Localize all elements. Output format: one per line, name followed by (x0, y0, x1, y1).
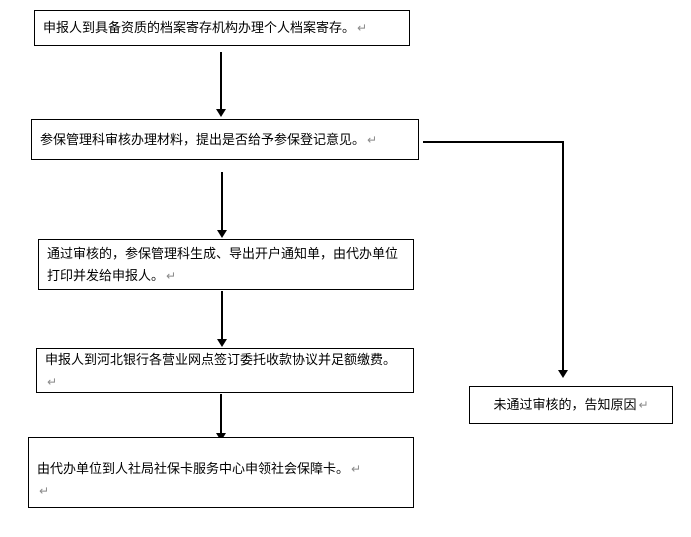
flow-step-2-line: 参保管理科审核办理材料，提出是否给予参保登记意见。↵ (32, 129, 418, 151)
reject-connector-horizontal-line (423, 141, 563, 143)
flow-step-3-text: 通过审核的，参保管理科生成、导出开户通知单，由代办单位打印并发给申报人。 (47, 245, 399, 283)
flow-step-4-text: 申报人到河北银行各营业网点签订委托收款协议并足额缴费。 (45, 351, 397, 367)
flow-reject-text: 未通过审核的，告知原因 (493, 397, 637, 412)
flow-step-5-text: 由代办单位到人社局社保卡服务中心申领社会保障卡。 (37, 460, 350, 476)
flow-step-1-box: 申报人到具备资质的档案寄存机构办理个人档案寄存。↵ (34, 10, 410, 46)
flow-step-2-text: 参保管理科审核办理材料，提出是否给予参保登记意见。 (40, 131, 366, 147)
paragraph-mark-icon: ↵ (357, 21, 368, 35)
connector-3-arrowhead-icon (217, 339, 227, 347)
paragraph-mark-icon: ↵ (367, 132, 378, 147)
flow-step-5-box: 由代办单位到人社局社保卡服务中心申领社会保障卡。↵ ↵ (28, 437, 414, 508)
reject-connector-vertical-line (562, 141, 564, 371)
connector-2-arrowhead-icon (217, 230, 227, 238)
flow-step-5-empty-line: ↵ (29, 480, 413, 502)
flow-step-1-line: 申报人到具备资质的档案寄存机构办理个人档案寄存。↵ (35, 17, 409, 39)
flow-step-2-box: 参保管理科审核办理材料，提出是否给予参保登记意见。↵ (31, 119, 419, 160)
flow-reject-box: 未通过审核的，告知原因↵ (469, 386, 673, 424)
connector-4-line (220, 394, 222, 434)
paragraph-mark-icon: ↵ (351, 461, 362, 476)
flow-reject-line: 未通过审核的，告知原因↵ (493, 394, 648, 416)
flow-step-4-line: 申报人到河北银行各营业网点签订委托收款协议并足额缴费。 ↵ (37, 349, 413, 393)
flow-step-4-box: 申报人到河北银行各营业网点签订委托收款协议并足额缴费。 ↵ (36, 348, 414, 393)
paragraph-mark-icon: ↵ (47, 374, 58, 389)
flow-step-5-line: 由代办单位到人社局社保卡服务中心申领社会保障卡。↵ (29, 458, 413, 480)
flow-step-1-text: 申报人到具备资质的档案寄存机构办理个人档案寄存。 (43, 20, 356, 35)
paragraph-mark-icon: ↵ (39, 483, 50, 498)
paragraph-mark-icon: ↵ (166, 268, 177, 283)
connector-3-line (221, 291, 223, 340)
flow-step-3-line: 通过审核的，参保管理科生成、导出开户通知单，由代办单位打印并发给申报人。↵ (39, 243, 413, 287)
paragraph-mark-icon: ↵ (638, 398, 649, 412)
connector-1-line (220, 52, 222, 110)
reject-connector-arrowhead-icon (558, 370, 568, 378)
flow-step-3-box: 通过审核的，参保管理科生成、导出开户通知单，由代办单位打印并发给申报人。↵ (38, 239, 414, 290)
connector-1-arrowhead-icon (216, 109, 226, 117)
connector-2-line (221, 172, 223, 231)
